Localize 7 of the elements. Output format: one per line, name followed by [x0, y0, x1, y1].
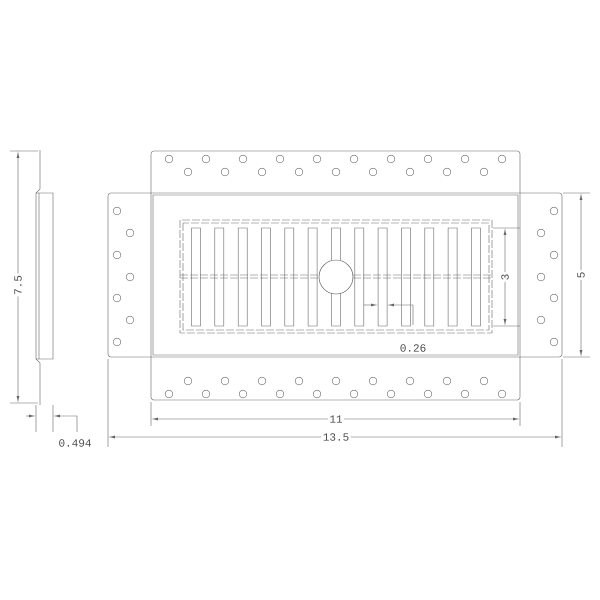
dimension-label: 0.494 — [59, 439, 91, 447]
dimension-label: 5 — [576, 270, 586, 280]
dimension-label: 11 — [328, 414, 344, 424]
dimension-label: 13.5 — [321, 432, 351, 442]
dimension-label: 0.26 — [400, 344, 426, 352]
dimension-label: 7.5 — [12, 274, 24, 296]
dimension-label: 3 — [500, 272, 510, 282]
